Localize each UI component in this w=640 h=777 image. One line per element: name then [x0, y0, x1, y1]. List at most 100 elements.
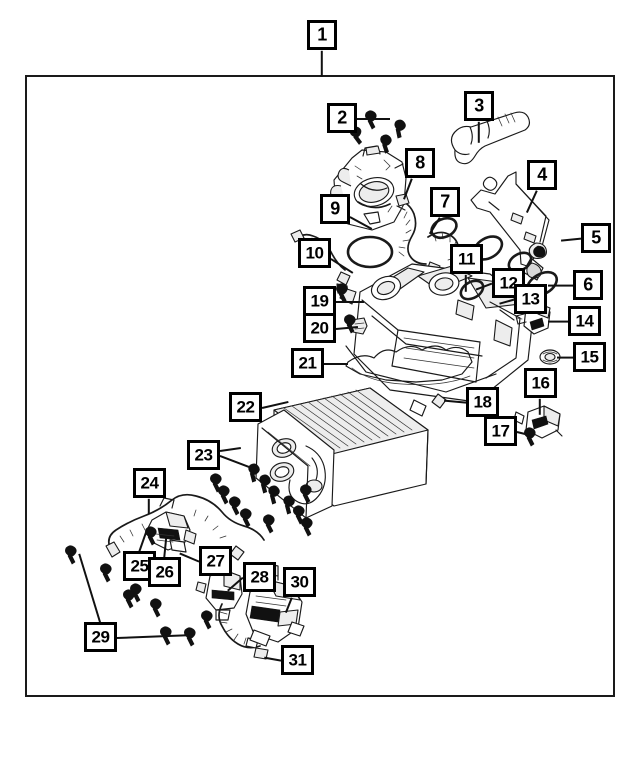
bolt-icon	[150, 598, 162, 618]
intake-manifold-art	[339, 263, 535, 417]
leader-line-11	[465, 274, 467, 292]
callout-27[interactable]: 27	[199, 546, 232, 576]
callout-1[interactable]: 1	[307, 20, 337, 50]
callout-30[interactable]: 30	[283, 567, 316, 597]
vacuum-hose-art	[426, 216, 460, 275]
callout-label: 18	[473, 392, 492, 411]
callout-label: 4	[537, 164, 547, 185]
leader-line-24	[148, 498, 150, 514]
callout-12[interactable]: 12	[492, 268, 525, 298]
diagram-frame	[25, 75, 615, 697]
callout-label: 15	[580, 347, 599, 366]
throttle-body-o-ring	[346, 235, 394, 269]
callout-4[interactable]: 4	[527, 160, 557, 190]
callout-label: 5	[591, 227, 601, 248]
callout-label: 9	[330, 198, 340, 219]
callout-19[interactable]: 19	[303, 286, 336, 316]
callout-26[interactable]: 26	[148, 557, 181, 587]
bolt-icon	[336, 283, 348, 303]
throttle-body-art	[330, 145, 407, 269]
bolt-icon	[263, 514, 275, 534]
bolt-icon	[301, 517, 313, 537]
leader-line-19	[336, 301, 364, 303]
callout-label: 3	[474, 95, 484, 116]
charge-cooler-gasket-art	[345, 345, 473, 386]
leader-line-1	[321, 50, 323, 77]
bolt-icon	[218, 485, 230, 505]
bolt-icon	[123, 589, 135, 609]
callout-label: 12	[499, 273, 518, 292]
bolt-icon	[300, 484, 312, 504]
bolt-icon	[344, 314, 356, 334]
leader-line-3	[478, 121, 480, 143]
callout-28[interactable]: 28	[243, 562, 276, 592]
callout-20[interactable]: 20	[303, 313, 336, 343]
callout-label: 25	[130, 556, 149, 575]
purge-line-assembly-art	[105, 493, 265, 561]
callout-7[interactable]: 7	[430, 187, 460, 217]
callout-22[interactable]: 22	[229, 392, 262, 422]
bolt-icon	[283, 495, 295, 515]
callout-2[interactable]: 2	[327, 103, 357, 133]
callout-label: 7	[440, 191, 450, 212]
callout-label: 29	[91, 627, 110, 646]
callout-18[interactable]: 18	[466, 387, 499, 417]
callout-5[interactable]: 5	[581, 223, 611, 253]
manifold-stud	[431, 393, 447, 409]
callout-23[interactable]: 23	[187, 440, 220, 470]
callout-29[interactable]: 29	[84, 622, 117, 652]
bolt-icon	[293, 505, 305, 525]
air-inlet-tube-art	[450, 111, 531, 165]
bolt-icon	[229, 496, 241, 516]
callout-6[interactable]: 6	[573, 270, 603, 300]
callout-17[interactable]: 17	[484, 416, 517, 446]
bolt-icon	[394, 119, 406, 139]
callout-13[interactable]: 13	[514, 284, 547, 314]
callout-11[interactable]: 11	[450, 244, 483, 274]
leader-line-2	[357, 118, 390, 120]
callout-10[interactable]: 10	[298, 238, 331, 268]
leader-line-14	[548, 321, 568, 323]
bolt-icon	[248, 463, 260, 483]
callout-21[interactable]: 21	[291, 348, 324, 378]
callout-31[interactable]: 31	[281, 645, 314, 675]
callout-label: 16	[531, 373, 550, 392]
callout-label: 22	[236, 397, 255, 416]
callout-8[interactable]: 8	[405, 148, 435, 178]
bolt-icon	[201, 610, 213, 630]
callout-15[interactable]: 15	[573, 342, 606, 372]
callout-label: 31	[288, 650, 307, 669]
callout-14[interactable]: 14	[568, 306, 601, 336]
callout-label: 14	[575, 311, 594, 330]
callout-9[interactable]: 9	[320, 194, 350, 224]
callout-label: 20	[310, 318, 329, 337]
callout-24[interactable]: 24	[133, 468, 166, 498]
callout-label: 27	[206, 551, 225, 570]
callout-label: 21	[298, 353, 317, 372]
callout-label: 17	[491, 421, 510, 440]
callout-16[interactable]: 16	[524, 368, 557, 398]
callout-label: 2	[337, 107, 347, 128]
callout-label: 23	[194, 445, 213, 464]
bolt-icon	[268, 485, 280, 505]
bolt-icon	[524, 427, 536, 447]
callout-3[interactable]: 3	[464, 91, 494, 121]
bolt-icon	[100, 563, 112, 583]
callout-label: 10	[305, 243, 324, 262]
support-bracket-art	[470, 171, 550, 281]
callout-label: 24	[140, 473, 159, 492]
leader-line-6	[548, 285, 573, 287]
leader-line-16	[539, 398, 541, 415]
callout-label: 28	[250, 567, 269, 586]
bolt-icon	[259, 474, 271, 494]
sensor-seal-art	[539, 349, 561, 365]
callout-label: 26	[155, 562, 174, 581]
bolt-icon	[380, 134, 392, 154]
bolt-icon	[145, 526, 157, 546]
bolt-icon	[184, 627, 196, 647]
leader-line-15	[557, 357, 573, 359]
callout-label: 19	[310, 291, 329, 310]
pump-hose-art	[218, 603, 269, 660]
callout-label: 13	[521, 289, 540, 308]
